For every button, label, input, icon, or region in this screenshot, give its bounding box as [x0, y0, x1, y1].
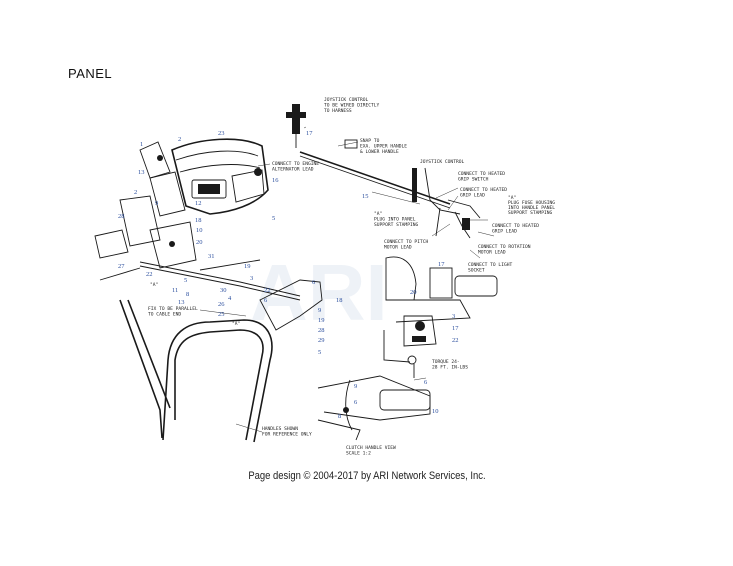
part-number: 26	[218, 301, 225, 308]
part-number-labels: 23 2 1 13 16 5 2 9 12 18 28 10 20 27 22 …	[118, 130, 459, 420]
part-number: 8	[338, 413, 341, 420]
part-number: 8	[186, 291, 189, 298]
part-number: 19	[318, 317, 325, 324]
part-number: 11	[172, 287, 178, 294]
part-number: 6	[424, 379, 428, 386]
part-number: 3	[452, 313, 455, 320]
part-number: 20	[196, 239, 203, 246]
part-number: 17	[452, 325, 459, 332]
leader-lines	[199, 126, 495, 433]
part-number: 10	[196, 227, 203, 234]
page-title: PANEL	[68, 66, 113, 81]
part-number: 17	[438, 261, 445, 268]
part-number: 29	[318, 337, 325, 344]
part-number: 19	[244, 263, 251, 270]
part-number: 12	[195, 200, 202, 207]
part-number: 18	[336, 297, 343, 304]
part-number: 6	[354, 399, 358, 406]
part-number: 5	[184, 277, 187, 284]
part-number: 31	[208, 253, 215, 260]
part-number: 25	[218, 311, 225, 318]
part-number: 10	[432, 408, 439, 415]
part-number: 28	[318, 327, 325, 334]
part-number: 6	[312, 279, 316, 286]
part-number: 2	[178, 136, 181, 143]
part-number: 5	[318, 349, 321, 356]
console-housing	[139, 138, 269, 217]
part-number: 6	[264, 297, 268, 304]
part-number: 3	[250, 275, 253, 282]
part-number: 22	[452, 337, 459, 344]
part-number: 13	[138, 169, 145, 176]
part-number: 23	[218, 130, 225, 137]
part-number: 2	[134, 189, 137, 196]
watermark: ARI	[250, 248, 388, 337]
copyright-footer: Page design © 2004-2017 by ARI Network S…	[247, 470, 486, 482]
part-number: 5	[272, 215, 275, 222]
part-number: 17	[306, 130, 313, 137]
part-number: 9	[318, 307, 321, 314]
handles	[99, 267, 323, 443]
part-number: 9	[155, 200, 158, 207]
part-number: 28	[118, 213, 125, 220]
part-number: 22	[146, 271, 153, 278]
part-number: 27	[118, 263, 125, 270]
callout-torque: TORQUE 24-28 FT. IN-LBS	[432, 359, 468, 371]
part-number: 15	[362, 193, 369, 200]
clutch-handle-view	[317, 375, 431, 441]
callout-joystick: JOYSTICK CONTROL	[420, 159, 464, 165]
left-bracket-assembly	[94, 195, 301, 301]
part-number: 13	[178, 299, 185, 306]
part-number: 18	[195, 217, 202, 224]
part-number: 20	[410, 289, 417, 296]
part-number: 30	[220, 287, 227, 294]
part-number: 16	[272, 177, 279, 184]
joystick-harness	[286, 104, 481, 239]
part-number: 1	[140, 141, 143, 148]
callout-ref-a1: "A"	[150, 282, 158, 288]
part-number: 9	[354, 383, 357, 390]
light-assembly	[383, 256, 498, 378]
part-number: 4	[228, 295, 232, 302]
part-number: 22	[264, 287, 271, 294]
callout-ref-a2: "A"	[232, 321, 240, 327]
